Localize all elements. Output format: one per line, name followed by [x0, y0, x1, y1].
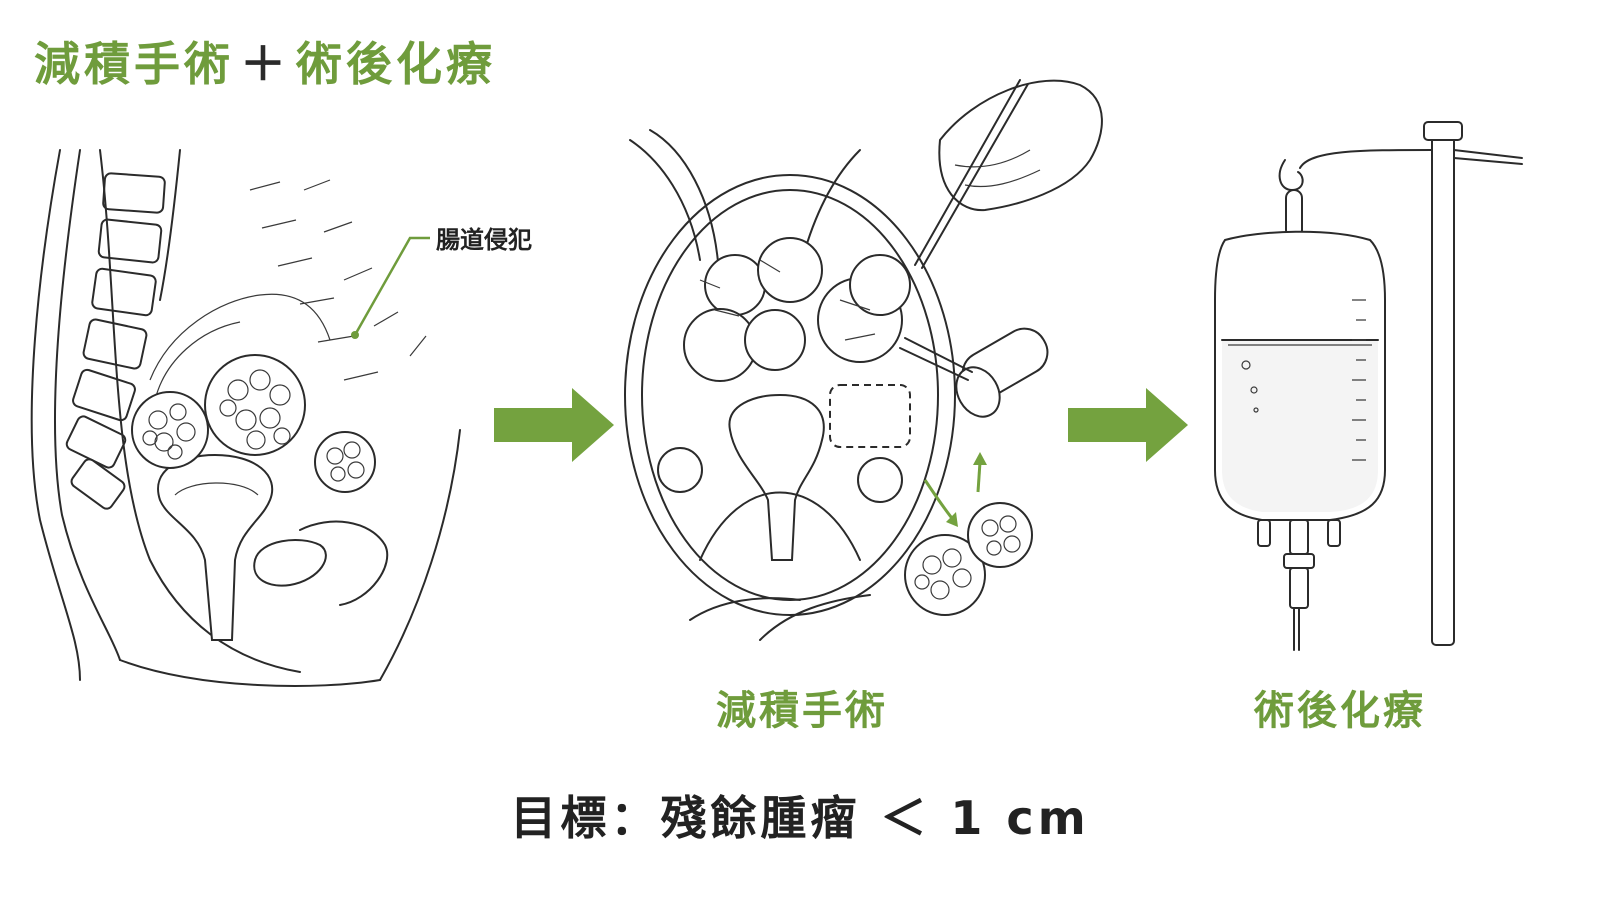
surgery-field-illustration	[624, 79, 1103, 641]
bowel-loops	[683, 237, 911, 382]
title-plus: ＋	[240, 37, 290, 91]
removed-bowel-piece	[955, 327, 1049, 418]
colon	[209, 134, 471, 430]
goal-statement: 目標：殘餘腫瘤 ＜ 1 cm	[510, 791, 1090, 845]
title-left: 減積手術	[34, 37, 234, 91]
tumour-clusters	[131, 354, 376, 493]
callout-leader-line	[353, 236, 430, 336]
diagram-title: 減積手術＋術後化療	[34, 28, 496, 94]
surgeon-hand	[914, 79, 1103, 269]
arrow-right-icon	[494, 388, 614, 462]
title-right: 術後化療	[296, 37, 496, 91]
arrow-right-icon-2	[1068, 388, 1188, 462]
bladder	[253, 539, 327, 587]
uterus-in-field	[728, 393, 825, 561]
pelvis-anatomy-illustration	[30, 134, 471, 687]
surgery-label: 減積手術	[716, 688, 888, 734]
bowel-invasion-callout: 腸道侵犯	[436, 226, 532, 254]
iv-bag-illustration	[1214, 121, 1523, 651]
callout-dot	[351, 331, 359, 339]
chemo-label: 術後化療	[1254, 688, 1426, 734]
volume-scale	[1352, 299, 1366, 461]
removal-arrow-up-icon	[976, 461, 982, 493]
iv-pole	[1431, 134, 1455, 646]
resected-bowel-segment	[829, 384, 911, 448]
removed-tumours	[904, 502, 1033, 616]
